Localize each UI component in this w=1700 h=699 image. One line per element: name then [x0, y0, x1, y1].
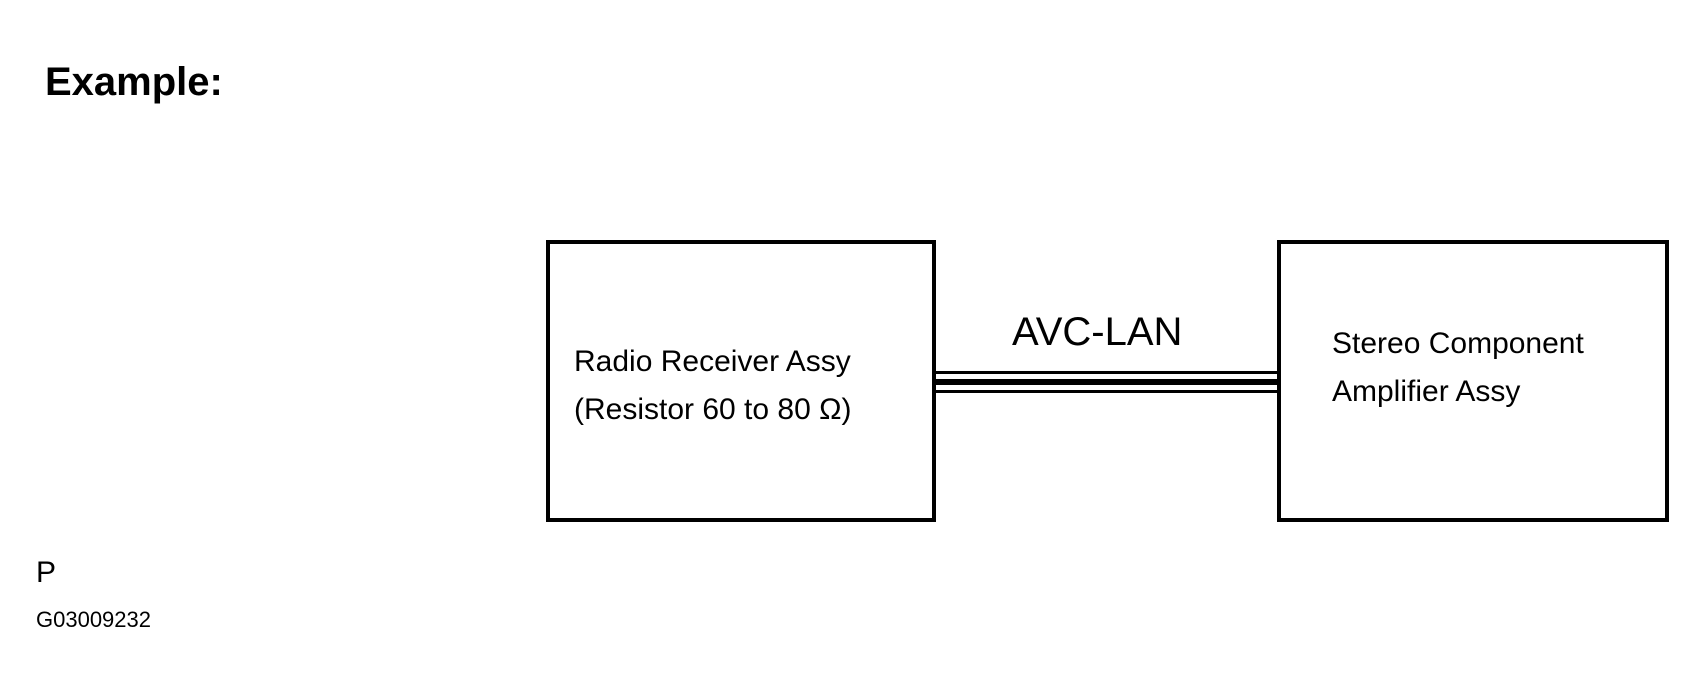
- stereo-amplifier-label: Stereo Component Amplifier Assy: [1332, 320, 1584, 416]
- connection-line-lower: [936, 390, 1277, 393]
- connection-line-upper: [936, 371, 1277, 374]
- radio-receiver-label-line1: Radio Receiver Assy: [574, 345, 851, 378]
- radio-receiver-label-line2: (Resistor 60 to 80 Ω): [574, 393, 852, 426]
- connection-label: AVC-LAN: [1012, 310, 1183, 354]
- stereo-amplifier-box: Stereo Component Amplifier Assy: [1277, 240, 1669, 522]
- stereo-amplifier-label-line2: Amplifier Assy: [1332, 375, 1521, 408]
- diagram-heading: Example:: [45, 60, 223, 104]
- radio-receiver-box: Radio Receiver Assy (Resistor 60 to 80 Ω…: [546, 240, 936, 522]
- radio-receiver-label: Radio Receiver Assy (Resistor 60 to 80 Ω…: [574, 338, 852, 434]
- stereo-amplifier-label-line1: Stereo Component: [1332, 327, 1584, 360]
- connection-line-middle: [936, 379, 1277, 385]
- page-letter: P: [36, 556, 57, 589]
- figure-code: G03009232: [36, 607, 151, 632]
